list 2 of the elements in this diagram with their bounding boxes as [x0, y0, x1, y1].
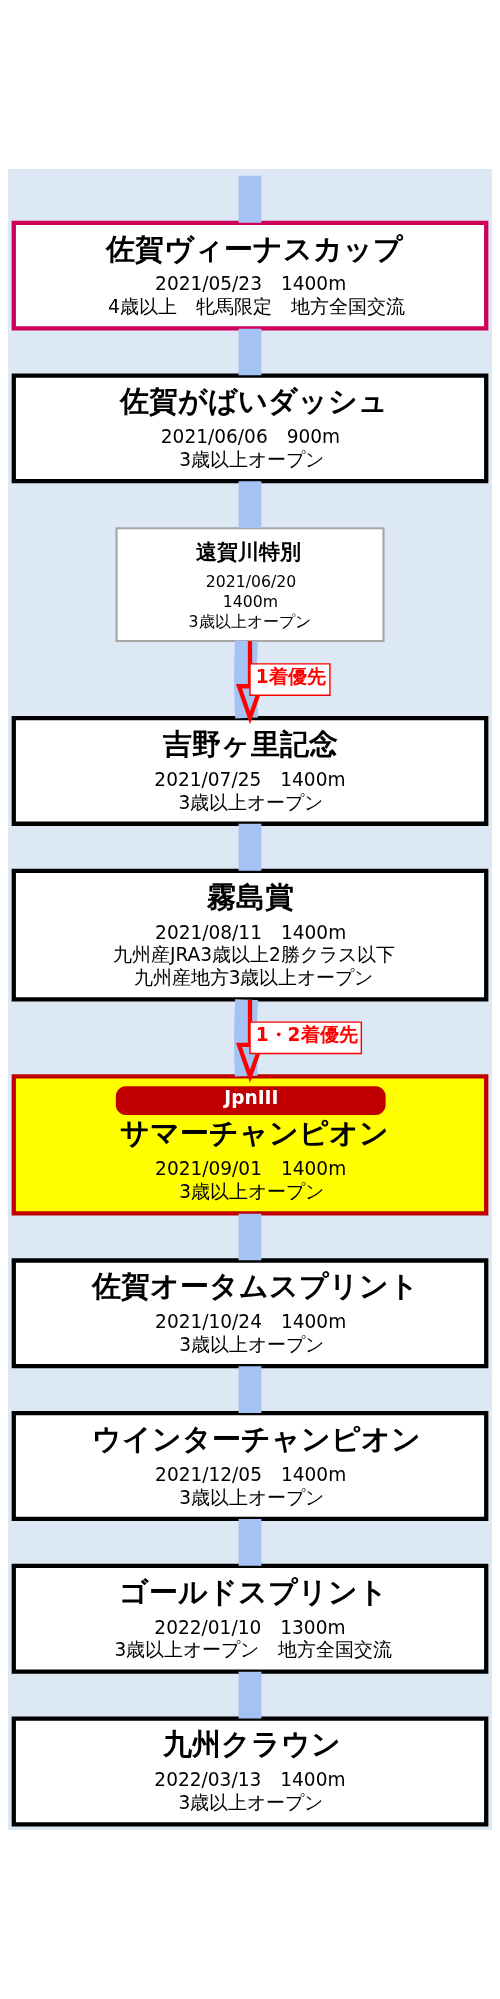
- edge-label: 1着優先: [255, 666, 326, 688]
- edge-label: 1・2着優先: [255, 1024, 358, 1046]
